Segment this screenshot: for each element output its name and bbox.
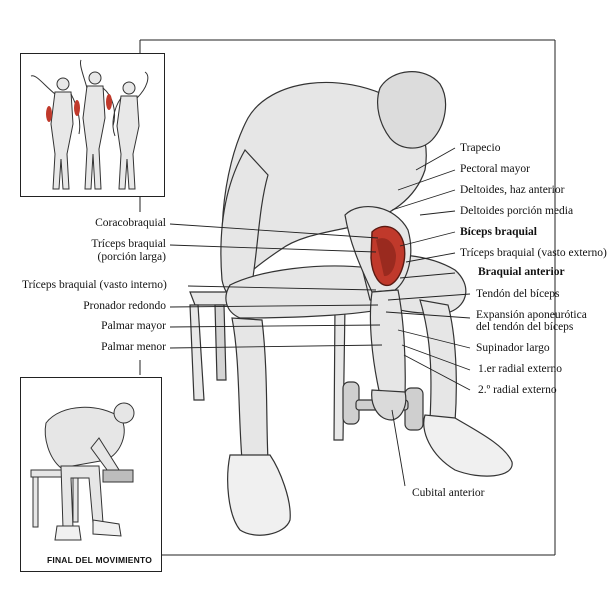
label-triceps-porcion-larga-2: (porción larga) [97, 251, 166, 263]
label-triceps-porcion-larga-1: Tríceps braquial [91, 238, 166, 250]
label-primer-radial-externo: 1.er radial externo [478, 363, 562, 375]
label-expansion-aponeurotica-2: del tendón del bíceps [476, 321, 574, 333]
label-deltoides-haz-anterior: Deltoides, haz anterior [460, 184, 565, 196]
inset-caption: FINAL DEL MOVIMIENTO [47, 555, 153, 565]
label-palmar-mayor: Palmar mayor [101, 320, 166, 332]
label-palmar-menor: Palmar menor [101, 341, 166, 353]
label-triceps-vasto-interno: Tríceps braquial (vasto interno) [22, 279, 167, 291]
label-supinador-largo: Supinador largo [476, 342, 550, 354]
label-deltoides-porcion-media: Deltoides porción media [460, 205, 574, 217]
anatomy-mini-figures [30, 59, 149, 190]
label-coracobraquial: Coracobraquial [95, 217, 166, 229]
label-braquial-anterior: Braquial anterior [478, 266, 565, 278]
label-pronador-redondo: Pronador redondo [83, 300, 166, 312]
inset-frame-final-movement: FINAL DEL MOVIMIENTO [20, 377, 162, 572]
label-segundo-radial-externo: 2.º radial externo [478, 384, 557, 396]
label-pectoral-mayor: Pectoral mayor [460, 163, 530, 175]
label-trapecio: Trapecio [460, 142, 501, 154]
inset-frame-anatomy [20, 53, 165, 197]
athlete-drawing [220, 71, 513, 536]
label-cubital-anterior: Cubital anterior [412, 487, 485, 499]
label-triceps-vasto-externo: Tríceps braquial (vasto externo) [460, 247, 607, 259]
label-biceps-braquial: Bíceps braquial [460, 226, 538, 238]
final-movement-figure [30, 402, 135, 541]
leader-lines-right [385, 147, 471, 487]
biceps-highlight [370, 225, 406, 287]
label-expansion-aponeurotica-1: Expansión aponeurótica [476, 309, 587, 321]
label-tendon-biceps: Tendón del bíceps [476, 288, 560, 300]
leader-lines-left [169, 223, 383, 349]
